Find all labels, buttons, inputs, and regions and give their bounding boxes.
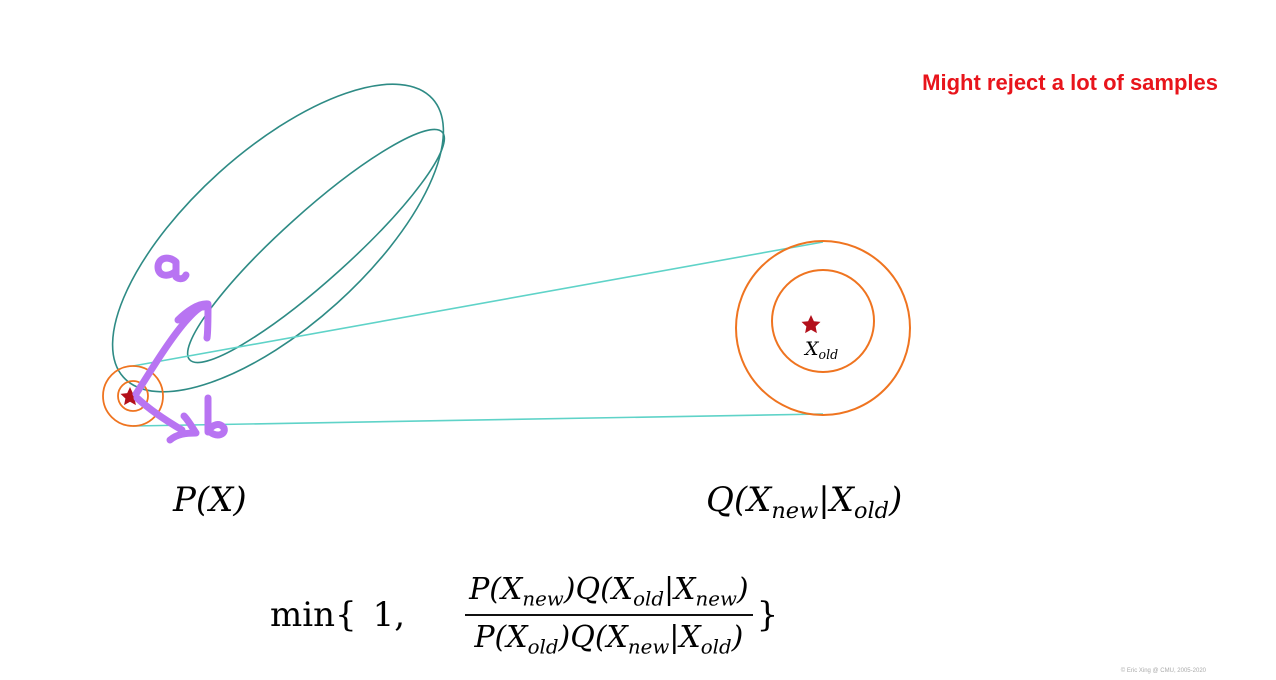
num-p-close: ) [563,571,576,607]
proposal-large-outer [735,240,911,416]
x-old-sub: old [818,347,839,362]
handwritten-annotations [132,254,228,444]
q-label: Q(Xnew|Xold) [706,480,902,524]
q-open: Q(X [706,480,772,520]
x-old-base: X [805,338,819,360]
p-inner-contour [186,128,446,364]
den-q-open: Q(X [570,620,628,655]
num-p-open: P(X [469,571,523,607]
q-sub-old: old [853,498,890,525]
num-q-sub2: new [695,587,737,610]
ratio-denominator: P(Xold)Q(Xnew|Xold) [470,620,747,658]
num-p-sub: new [522,587,564,610]
star-icon [801,315,821,334]
proposal-small-outer [102,365,164,427]
closing-brace: } [756,595,779,635]
copyright: © Eric Xing @ CMU, 2005-2020 [1120,668,1206,674]
connector-top [132,241,824,367]
ratio-numerator: P(Xnew)Q(Xold|Xnew) [465,572,753,610]
p-x-label: P(X) [173,480,247,520]
min-label: min{ [270,595,357,635]
p-outer-contour [111,83,445,393]
connector-bottom [132,413,824,427]
arrow-b-path [133,394,200,444]
den-p-sub: old [527,635,559,659]
q-close: ) [889,480,903,520]
acceptance-ratio: P(Xnew)Q(Xold|Xnew) P(Xold)Q(Xnew|Xold) [465,572,753,658]
den-q-sub2: old [700,635,732,659]
acceptance-formula: min{ 1, P(Xnew)Q(Xold|Xnew) P(Xold)Q(Xne… [270,560,778,670]
fraction-bar [465,614,753,616]
one-label: 1, [372,595,406,635]
den-p-open: P(X [474,620,528,655]
arrow-a-path [132,300,212,398]
den-q-bar: |X [669,620,701,655]
annotation-b-glyph [204,394,228,439]
num-q-sub1: old [633,587,665,610]
proposal-large-inner [771,269,875,373]
proposal-small-inner [117,380,149,412]
num-q-close: ) [736,571,749,607]
annotation-a-glyph [154,254,190,283]
x-old-label: Xold [805,338,838,362]
headline: Might reject a lot of samples [922,70,1218,95]
q-bar: |X [818,480,854,520]
num-q-bar: |X [664,571,696,607]
q-sub-new: new [771,498,819,525]
den-p-close: ) [558,620,571,655]
num-q-open: Q(X [575,571,634,607]
den-q-sub1: new [627,635,670,659]
den-q-close: ) [731,620,744,655]
